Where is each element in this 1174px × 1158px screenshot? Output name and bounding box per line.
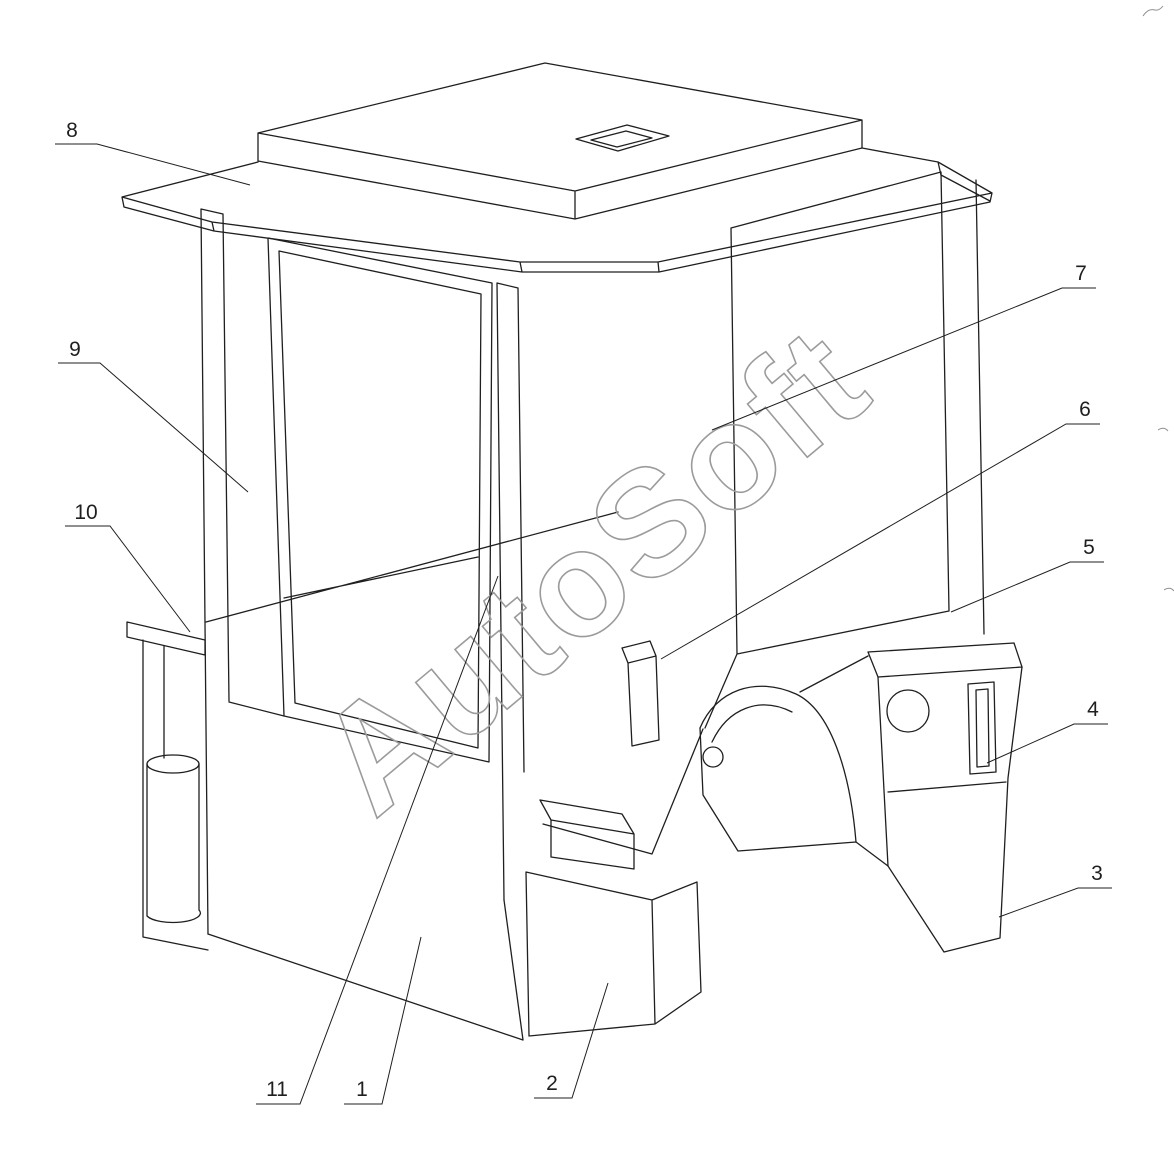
roof-slab-outline — [257, 62, 863, 220]
front-left-pillar — [200, 208, 230, 935]
leader-line-4 — [986, 723, 1108, 764]
cab-body — [200, 171, 985, 1041]
cab-roof — [121, 62, 993, 273]
windshield-frame — [267, 237, 493, 763]
leader-line-1 — [344, 936, 422, 1105]
roof-canopy — [121, 147, 993, 273]
callout-4: 4 — [1087, 698, 1099, 721]
callout-10: 10 — [74, 501, 97, 524]
callout-9: 9 — [69, 338, 81, 361]
upper-step — [539, 799, 635, 870]
callout-6: 6 — [1079, 398, 1091, 421]
leader-line-8 — [55, 143, 251, 186]
wheel-arch — [699, 655, 889, 867]
leader-line-6 — [660, 423, 1100, 660]
step-assembly — [525, 728, 704, 1037]
front-lower-panel — [207, 899, 524, 1041]
bracket-part — [621, 640, 660, 747]
callout-5: 5 — [1083, 536, 1095, 559]
speck-right-1 — [1157, 427, 1169, 432]
arch-inner-curve — [711, 704, 793, 743]
callout-1: 1 — [356, 1078, 368, 1101]
front-right-pillar — [496, 282, 525, 901]
arch-outer-curve — [699, 685, 857, 843]
left-side-plate — [126, 621, 209, 951]
roof-hatch — [575, 124, 670, 152]
callout-3: 3 — [1091, 862, 1103, 885]
fender-top-plate — [867, 642, 1023, 678]
speck-top-right — [1142, 5, 1164, 17]
right-side-panel — [704, 171, 985, 729]
leader-line-10 — [65, 525, 191, 633]
leader-line-3 — [998, 887, 1112, 918]
speck-right-2 — [1163, 587, 1174, 592]
cylinder-body — [146, 763, 202, 924]
leader-line-7 — [711, 287, 1096, 431]
floor-edge — [542, 728, 704, 855]
interior-bracket — [621, 640, 660, 747]
scan-artifacts — [1142, 5, 1174, 592]
arch-connectors — [699, 655, 889, 867]
callout-2: 2 — [546, 1072, 558, 1095]
callout-7: 7 — [1075, 262, 1087, 285]
leader-lines — [55, 143, 1112, 1105]
cylinder-top — [146, 754, 200, 774]
watermark-text: AutoSoft — [287, 294, 898, 845]
fender — [867, 642, 1023, 953]
left-side-lower — [126, 621, 209, 951]
callout-11: 11 — [266, 1078, 288, 1101]
step-box — [525, 871, 702, 1037]
fender-hole — [886, 689, 930, 733]
leader-line-5 — [950, 561, 1104, 613]
leader-line-2 — [534, 982, 609, 1099]
fender-body — [877, 666, 1023, 953]
arch-hole — [702, 746, 724, 768]
callout-8: 8 — [66, 119, 78, 142]
interior-lines-through-glass — [205, 511, 619, 717]
callout-numbers: 8 9 10 7 6 5 4 3 11 1 2 — [66, 119, 1103, 1101]
fender-slot — [967, 681, 997, 775]
leader-line-9 — [58, 362, 249, 493]
leader-line-11 — [256, 575, 499, 1105]
